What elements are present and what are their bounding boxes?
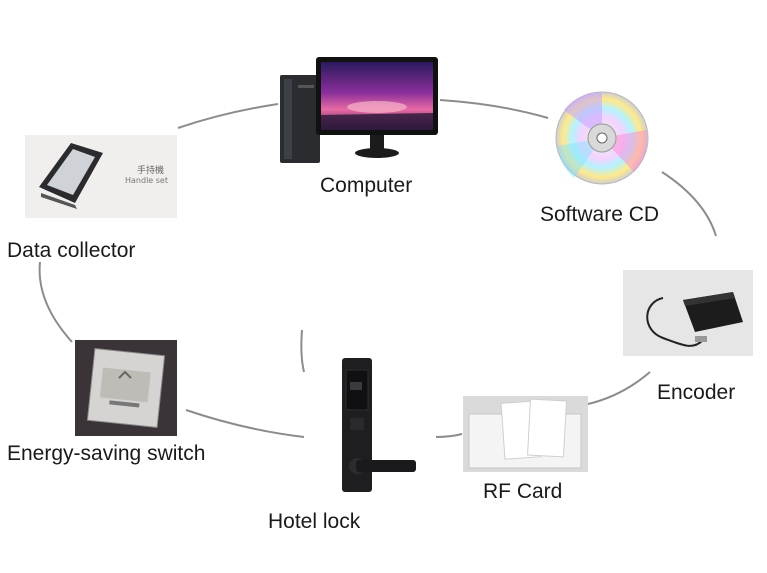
- rf-card-label: RF Card: [483, 480, 563, 503]
- data-collector-label: Data collector: [7, 239, 136, 262]
- connector-switch-collector: [38, 261, 73, 343]
- hotel-lock-label: Hotel lock: [268, 510, 361, 533]
- key-card-switch-icon: [75, 340, 177, 436]
- rf-card-icon: [463, 396, 588, 472]
- connector-rfcard-lock: [435, 433, 463, 438]
- computer-label: Computer: [320, 174, 413, 197]
- data-collector-icon: 手持機 Handle set: [25, 135, 177, 218]
- connector-encoder-rfcard: [587, 371, 651, 405]
- door-lock-icon: [342, 358, 416, 492]
- connector-computer-cd: [439, 99, 549, 119]
- software-cd-label: Software CD: [540, 203, 660, 226]
- device-chinese-text: 手持機: [137, 164, 164, 176]
- connector-collector-computer: [177, 103, 279, 129]
- cd-disc-icon: [555, 91, 649, 185]
- computer-icon: [280, 57, 438, 163]
- card-encoder-icon: [623, 270, 753, 356]
- connector-hotellock-upper: [300, 329, 305, 373]
- connector-lock-switch: [185, 409, 305, 438]
- connector-cd-encoder: [661, 171, 717, 237]
- encoder-label: Encoder: [657, 381, 736, 404]
- device-english-text: Handle set: [125, 176, 168, 185]
- energy-saving-switch-label: Energy-saving switch: [7, 442, 206, 465]
